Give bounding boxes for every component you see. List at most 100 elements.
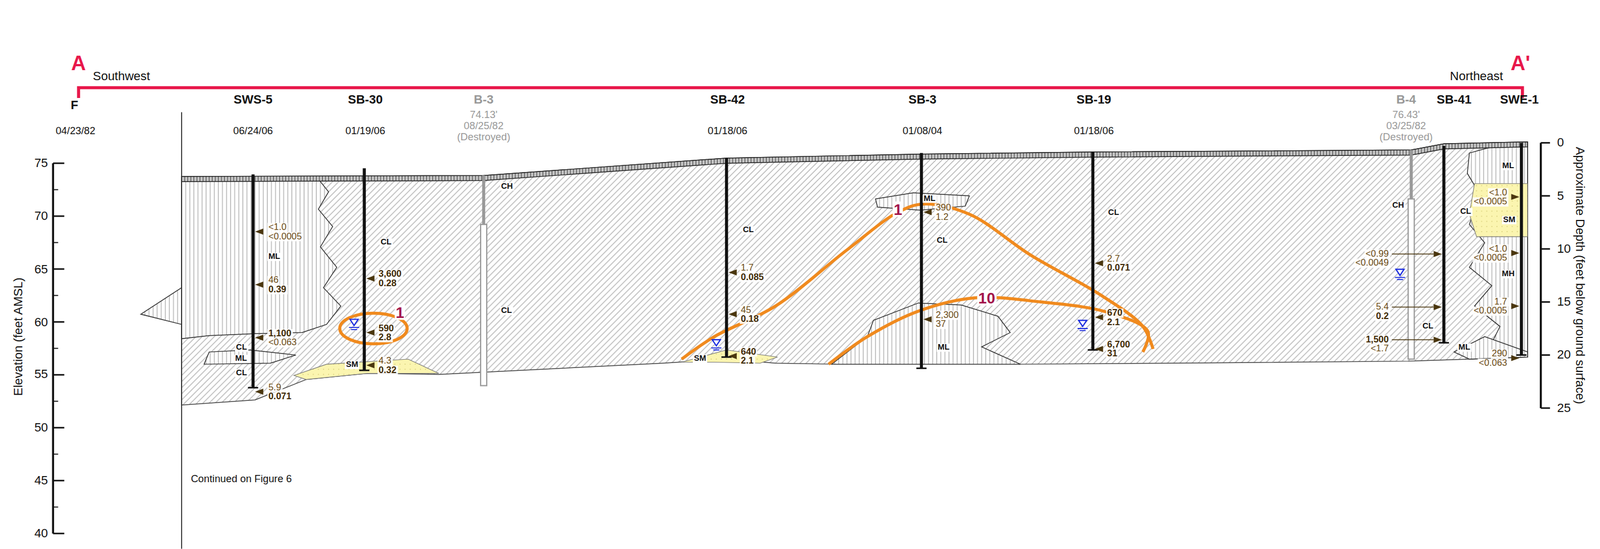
water-level — [711, 339, 722, 350]
sample-value: 31 — [1106, 349, 1119, 359]
axis-tick-label: 40 — [34, 527, 48, 541]
boring-name: SB-19 — [1076, 93, 1112, 107]
sample-arrow — [255, 228, 264, 235]
sample-arrow — [1511, 193, 1520, 200]
boring-name: SB-3 — [908, 93, 937, 107]
sample-arrow — [728, 353, 737, 360]
sample-value: 2.7 — [1106, 254, 1122, 264]
sample-arrow — [1094, 314, 1104, 321]
sample-arrow — [1511, 355, 1520, 362]
soil-class: SM — [344, 360, 360, 370]
sample-arrow — [1433, 304, 1442, 311]
boring-date: 01/18/06 — [707, 126, 748, 137]
sample-value: <1.7 — [1369, 344, 1390, 354]
sample-arrow — [1511, 302, 1520, 310]
boring-log — [920, 153, 923, 369]
axis-tick-label: 5 — [1557, 189, 1564, 203]
soil-class: MH — [1500, 270, 1516, 279]
boring-bottom — [247, 387, 258, 389]
boring-log — [251, 174, 255, 388]
sample-value: 670 — [1106, 308, 1124, 318]
sample-value: <0.0005 — [1472, 306, 1509, 316]
boring-bottom — [1516, 354, 1527, 356]
leader-line — [1391, 306, 1434, 308]
sample-value: 37 — [934, 319, 947, 329]
soil-class: CL — [235, 343, 248, 352]
sample-arrow — [1433, 336, 1442, 344]
soil-class: ML — [936, 343, 951, 352]
water-level — [349, 319, 360, 330]
direction-label: Northeast — [1450, 70, 1504, 83]
sample-value: <1.0 — [1488, 188, 1509, 198]
sample-value: 0.2 — [1375, 311, 1391, 321]
axes — [52, 143, 1550, 535]
soil-class: ML — [233, 354, 248, 364]
geology — [140, 142, 1528, 406]
well-screen — [1408, 198, 1415, 360]
boring-name: SWS-5 — [233, 93, 273, 107]
sample-value: <0.0005 — [1472, 197, 1509, 207]
axis-tick-label: 25 — [1557, 401, 1571, 415]
axis-tick-label: 70 — [34, 209, 48, 223]
sample-value: 2.1 — [739, 356, 755, 366]
axis-tick-label: 45 — [34, 473, 48, 487]
soil-class: CL — [935, 236, 949, 246]
boring-log — [1442, 145, 1446, 344]
contour-line — [828, 297, 1149, 365]
sample-value: 640 — [739, 347, 757, 357]
sample-value: <1.0 — [1488, 244, 1509, 254]
axis-tick-label: 15 — [1557, 295, 1571, 309]
sample-arrow — [366, 329, 375, 336]
boring-name: SB-30 — [348, 93, 383, 107]
borings — [247, 143, 1527, 396]
soil-class: CL — [500, 306, 513, 316]
axis-tick-label: 0 — [1557, 136, 1564, 150]
well-riser — [482, 175, 486, 225]
sample-value: 2,300 — [934, 310, 960, 320]
axis-tick-label: 10 — [1557, 242, 1571, 256]
axis-tick-label: 75 — [34, 157, 48, 170]
sample-arrow — [728, 311, 737, 318]
sample-arrow — [923, 209, 932, 216]
water-level — [1395, 269, 1406, 280]
well-riser — [1409, 149, 1413, 199]
boring-log — [725, 158, 728, 357]
water-level — [1077, 320, 1088, 331]
axis-title: Elevation (feet AMSL) — [11, 277, 25, 396]
silt-unit — [181, 176, 341, 339]
silt-unit — [1467, 143, 1528, 358]
boring-bottom — [916, 367, 927, 370]
sample-value: 290 — [1490, 349, 1509, 359]
contour-value: 1 — [892, 201, 904, 217]
sample-value: <0.0005 — [267, 232, 303, 242]
sample-value: 6,700 — [1106, 340, 1132, 350]
contour-value: 1 — [394, 304, 406, 320]
boring-date: 01/19/06 — [345, 126, 385, 137]
axis-title: Approximate Depth (feet below ground sur… — [1573, 147, 1587, 405]
note: Continued on Figure 6 — [191, 474, 292, 486]
boring-log — [1091, 152, 1095, 350]
sample-value: 0.18 — [739, 314, 760, 324]
concentration-contours — [339, 203, 1153, 365]
sample-arrow — [923, 316, 932, 323]
sample-value: 2.1 — [1106, 317, 1122, 327]
sample-value: 45 — [739, 305, 752, 315]
sand-unit — [1469, 183, 1528, 237]
direction-label: Southwest — [93, 70, 151, 83]
sample-arrow — [255, 388, 264, 395]
sample-value: 1.7 — [1493, 297, 1509, 307]
sample-arrow — [1433, 251, 1442, 258]
boring-name: B-3 — [473, 93, 494, 107]
sample-value: <0.063 — [1478, 358, 1509, 368]
sample-value: 5.9 — [267, 383, 283, 393]
sample-arrow — [366, 275, 375, 282]
boring-info: 08/25/82 — [463, 121, 504, 132]
boring-bottom — [1439, 341, 1450, 344]
soil-class: CL — [1459, 207, 1472, 217]
sample-value: 0.28 — [377, 279, 398, 288]
silt-unit — [203, 349, 296, 365]
sample-value: 0.071 — [1106, 263, 1132, 273]
sample-value: 1.2 — [934, 212, 950, 222]
